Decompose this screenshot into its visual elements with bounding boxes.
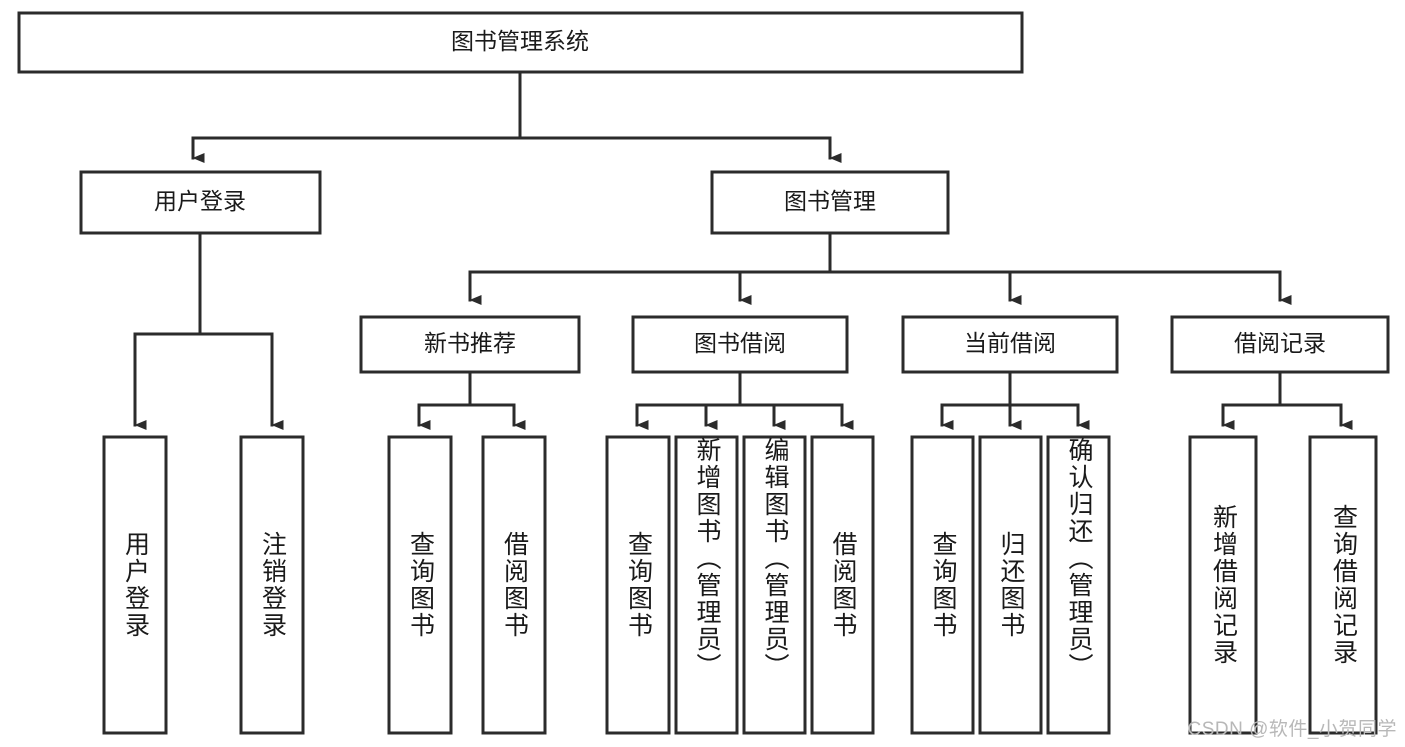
leaf-box[interactable]	[910, 435, 975, 735]
node-borrow-record[interactable]: 借阅记录	[1170, 315, 1390, 374]
leaf-box[interactable]	[742, 435, 807, 735]
leaf-box[interactable]	[810, 435, 875, 735]
leaf-box[interactable]	[481, 435, 547, 735]
connector-new-book-to-leaves	[417, 370, 526, 430]
leaf-box[interactable]	[1046, 435, 1111, 735]
connector-user-login-to-leaves	[133, 231, 284, 430]
node-book-borrow[interactable]: 图书借阅	[631, 315, 849, 374]
leaf-box[interactable]	[387, 435, 453, 735]
connector-borrow-record-to-leaves	[1221, 370, 1353, 430]
leaf-box[interactable]	[1188, 435, 1258, 735]
leaf-box[interactable]	[978, 435, 1043, 735]
node-current-borrow-label: 当前借阅	[964, 330, 1056, 356]
node-book-management[interactable]: 图书管理	[710, 170, 950, 235]
connector-book-mgmt-to-level3	[468, 231, 1292, 305]
node-root-label: 图书管理系统	[451, 28, 589, 54]
connector-borrow-to-leaves	[635, 370, 854, 430]
leaf-box[interactable]	[102, 435, 168, 735]
leaf-box[interactable]	[239, 435, 305, 735]
csdn-watermark: CSDN @软件_小贺同学	[1187, 719, 1397, 740]
node-root-system[interactable]: 图书管理系统	[17, 11, 1024, 74]
node-book-borrow-label: 图书借阅	[694, 330, 786, 356]
node-user-login-label: 用户登录	[154, 188, 246, 214]
leaf-boxes	[102, 435, 1378, 735]
leaf-box[interactable]	[1308, 435, 1378, 735]
node-user-login[interactable]: 用户登录	[79, 170, 322, 235]
node-borrow-record-label: 借阅记录	[1234, 330, 1326, 356]
node-new-book-recommend-label: 新书推荐	[424, 330, 516, 356]
node-book-management-label: 图书管理	[784, 188, 876, 214]
connector-current-borrow-to-leaves	[940, 370, 1090, 430]
leaf-box[interactable]	[674, 435, 739, 735]
connector-root-to-level2	[191, 70, 842, 163]
node-current-borrow[interactable]: 当前借阅	[901, 315, 1119, 374]
leaf-box[interactable]	[605, 435, 671, 735]
node-new-book-recommend[interactable]: 新书推荐	[359, 315, 581, 374]
